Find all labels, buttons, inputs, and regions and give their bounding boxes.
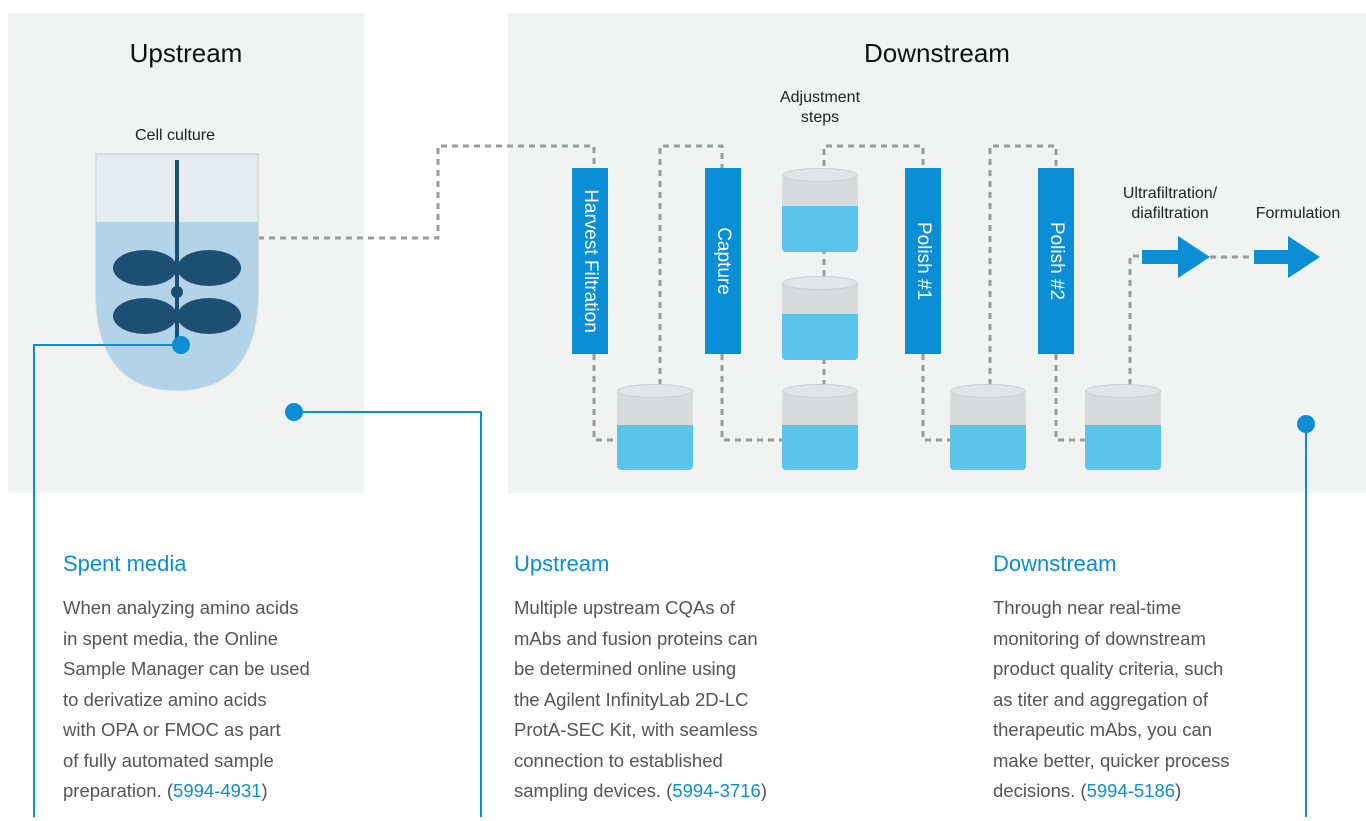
- bioreactor-icon: [95, 153, 259, 392]
- downstream-line: monitoring of downstream: [993, 627, 1206, 649]
- harvest-tank-icon: [617, 384, 693, 470]
- downstream-paragraph: Through near real-time monitoring of dow…: [993, 593, 1293, 807]
- polish1-bar: Polish #1: [905, 168, 941, 354]
- polish2-bar: Polish #2: [1038, 168, 1074, 354]
- spent-media-line: to derivatize amino acids: [63, 688, 267, 710]
- formulation-arrow-icon: [1254, 236, 1320, 278]
- cell-culture-label: Cell culture: [134, 127, 216, 144]
- upstream-line: connection to established: [514, 749, 723, 771]
- tank4-to-uf-connector: [1128, 254, 1142, 385]
- polish2-label: Polish #2: [1046, 221, 1067, 301]
- downstream-line: decisions. (5994-5186): [993, 776, 1293, 807]
- spent-media-line: with OPA or FMOC as part: [63, 719, 281, 740]
- spent-media-line: of fully automated sample: [63, 749, 274, 771]
- spent-media-last-suffix: ): [261, 780, 268, 801]
- upstream-paragraph: Multiple upstream CQAs of mAbs and fusio…: [514, 593, 844, 807]
- upstream-heading: Upstream: [514, 551, 610, 576]
- adjustment-stack-connector: [822, 144, 925, 386]
- polish1-tank-icon: [950, 384, 1026, 470]
- formulation-label: Formulation: [1255, 205, 1341, 222]
- downstream-last-prefix: decisions. (: [993, 780, 1087, 801]
- spent-media-callout-dot: [172, 336, 190, 354]
- upstream-doc-link[interactable]: 5994-3716: [672, 780, 761, 801]
- upstream-line: be determined online using: [514, 658, 737, 679]
- adjustment-label-line1: Adjustment: [779, 89, 861, 106]
- upstream-callout-dot: [285, 403, 303, 421]
- spent-media-line: preparation. (5994-4931): [63, 776, 383, 807]
- downstream-line: make better, quicker process: [993, 749, 1230, 771]
- upstream-panel-title: Upstream: [129, 38, 243, 68]
- harvest-filtration-label: Harvest Filtration: [580, 189, 601, 333]
- spent-media-heading: Spent media: [63, 551, 187, 576]
- downstream-last-suffix: ): [1175, 780, 1182, 801]
- upstream-line: sampling devices. (5994-3716): [514, 776, 844, 807]
- capture-label: Capture: [713, 227, 734, 295]
- downstream-line: as titer and aggregation of: [993, 688, 1208, 710]
- spent-media-line: When analyzing amino acids: [63, 597, 299, 618]
- uf-arrow-icon: [1142, 236, 1210, 278]
- polish2-to-tank4-connector: [1054, 354, 1085, 442]
- downstream-callout-dot: [1297, 415, 1315, 433]
- downstream-line: therapeutic mAbs, you can: [993, 719, 1213, 740]
- upstream-last-prefix: sampling devices. (: [514, 780, 673, 801]
- uf-label-line1: Ultrafiltration/: [1122, 185, 1218, 202]
- downstream-line: product quality criteria, such: [993, 658, 1224, 679]
- adjustment-tank-1-icon: [782, 168, 858, 252]
- spent-media-doc-link[interactable]: 5994-4931: [173, 780, 262, 801]
- spent-media-paragraph: When analyzing amino acids in spent medi…: [63, 593, 383, 807]
- upstream-line: ProtA-SEC Kit, with seamless: [514, 719, 758, 740]
- polish2-tank-icon: [1085, 384, 1161, 470]
- uf-df-label: Ultrafiltration/ diafiltration: [1100, 184, 1240, 224]
- reactor-to-harvest-connector: [258, 144, 596, 240]
- downstream-doc-link[interactable]: 5994-5186: [1086, 780, 1176, 801]
- capture-to-tank2-connector: [720, 354, 783, 442]
- downstream-heading: Downstream: [993, 551, 1117, 576]
- adjustment-tank-3-icon: [782, 384, 858, 470]
- upstream-line: mAbs and fusion proteins can: [514, 627, 758, 649]
- upstream-last-suffix: ): [760, 780, 767, 801]
- polish1-to-tank3-connector: [921, 354, 950, 442]
- upstream-callout-line: [294, 411, 482, 817]
- downstream-panel-title: Downstream: [864, 38, 1010, 68]
- uf-label-line2: diafiltration: [1131, 205, 1209, 222]
- spent-media-callout-line: [33, 344, 181, 817]
- harvest-to-tank1-connector: [592, 354, 617, 442]
- spent-media-line: Sample Manager can be used: [63, 658, 310, 679]
- polish1-label: Polish #1: [913, 221, 934, 301]
- adjustment-label-line2: steps: [800, 109, 840, 126]
- adjustment-steps-label: Adjustment steps: [760, 88, 880, 128]
- spent-media-line: in spent media, the Online: [63, 627, 278, 649]
- upstream-line: the Agilent InfinityLab 2D-LC: [514, 688, 749, 710]
- capture-bar: Capture: [705, 168, 741, 354]
- spent-media-last-prefix: preparation. (: [63, 780, 174, 801]
- downstream-line: Through near real-time: [993, 597, 1182, 618]
- adjustment-tank-2-icon: [782, 276, 858, 360]
- harvest-filtration-bar: Harvest Filtration: [572, 168, 608, 354]
- tank1-to-capture-connector: [658, 144, 724, 385]
- upstream-line: Multiple upstream CQAs of: [514, 597, 736, 618]
